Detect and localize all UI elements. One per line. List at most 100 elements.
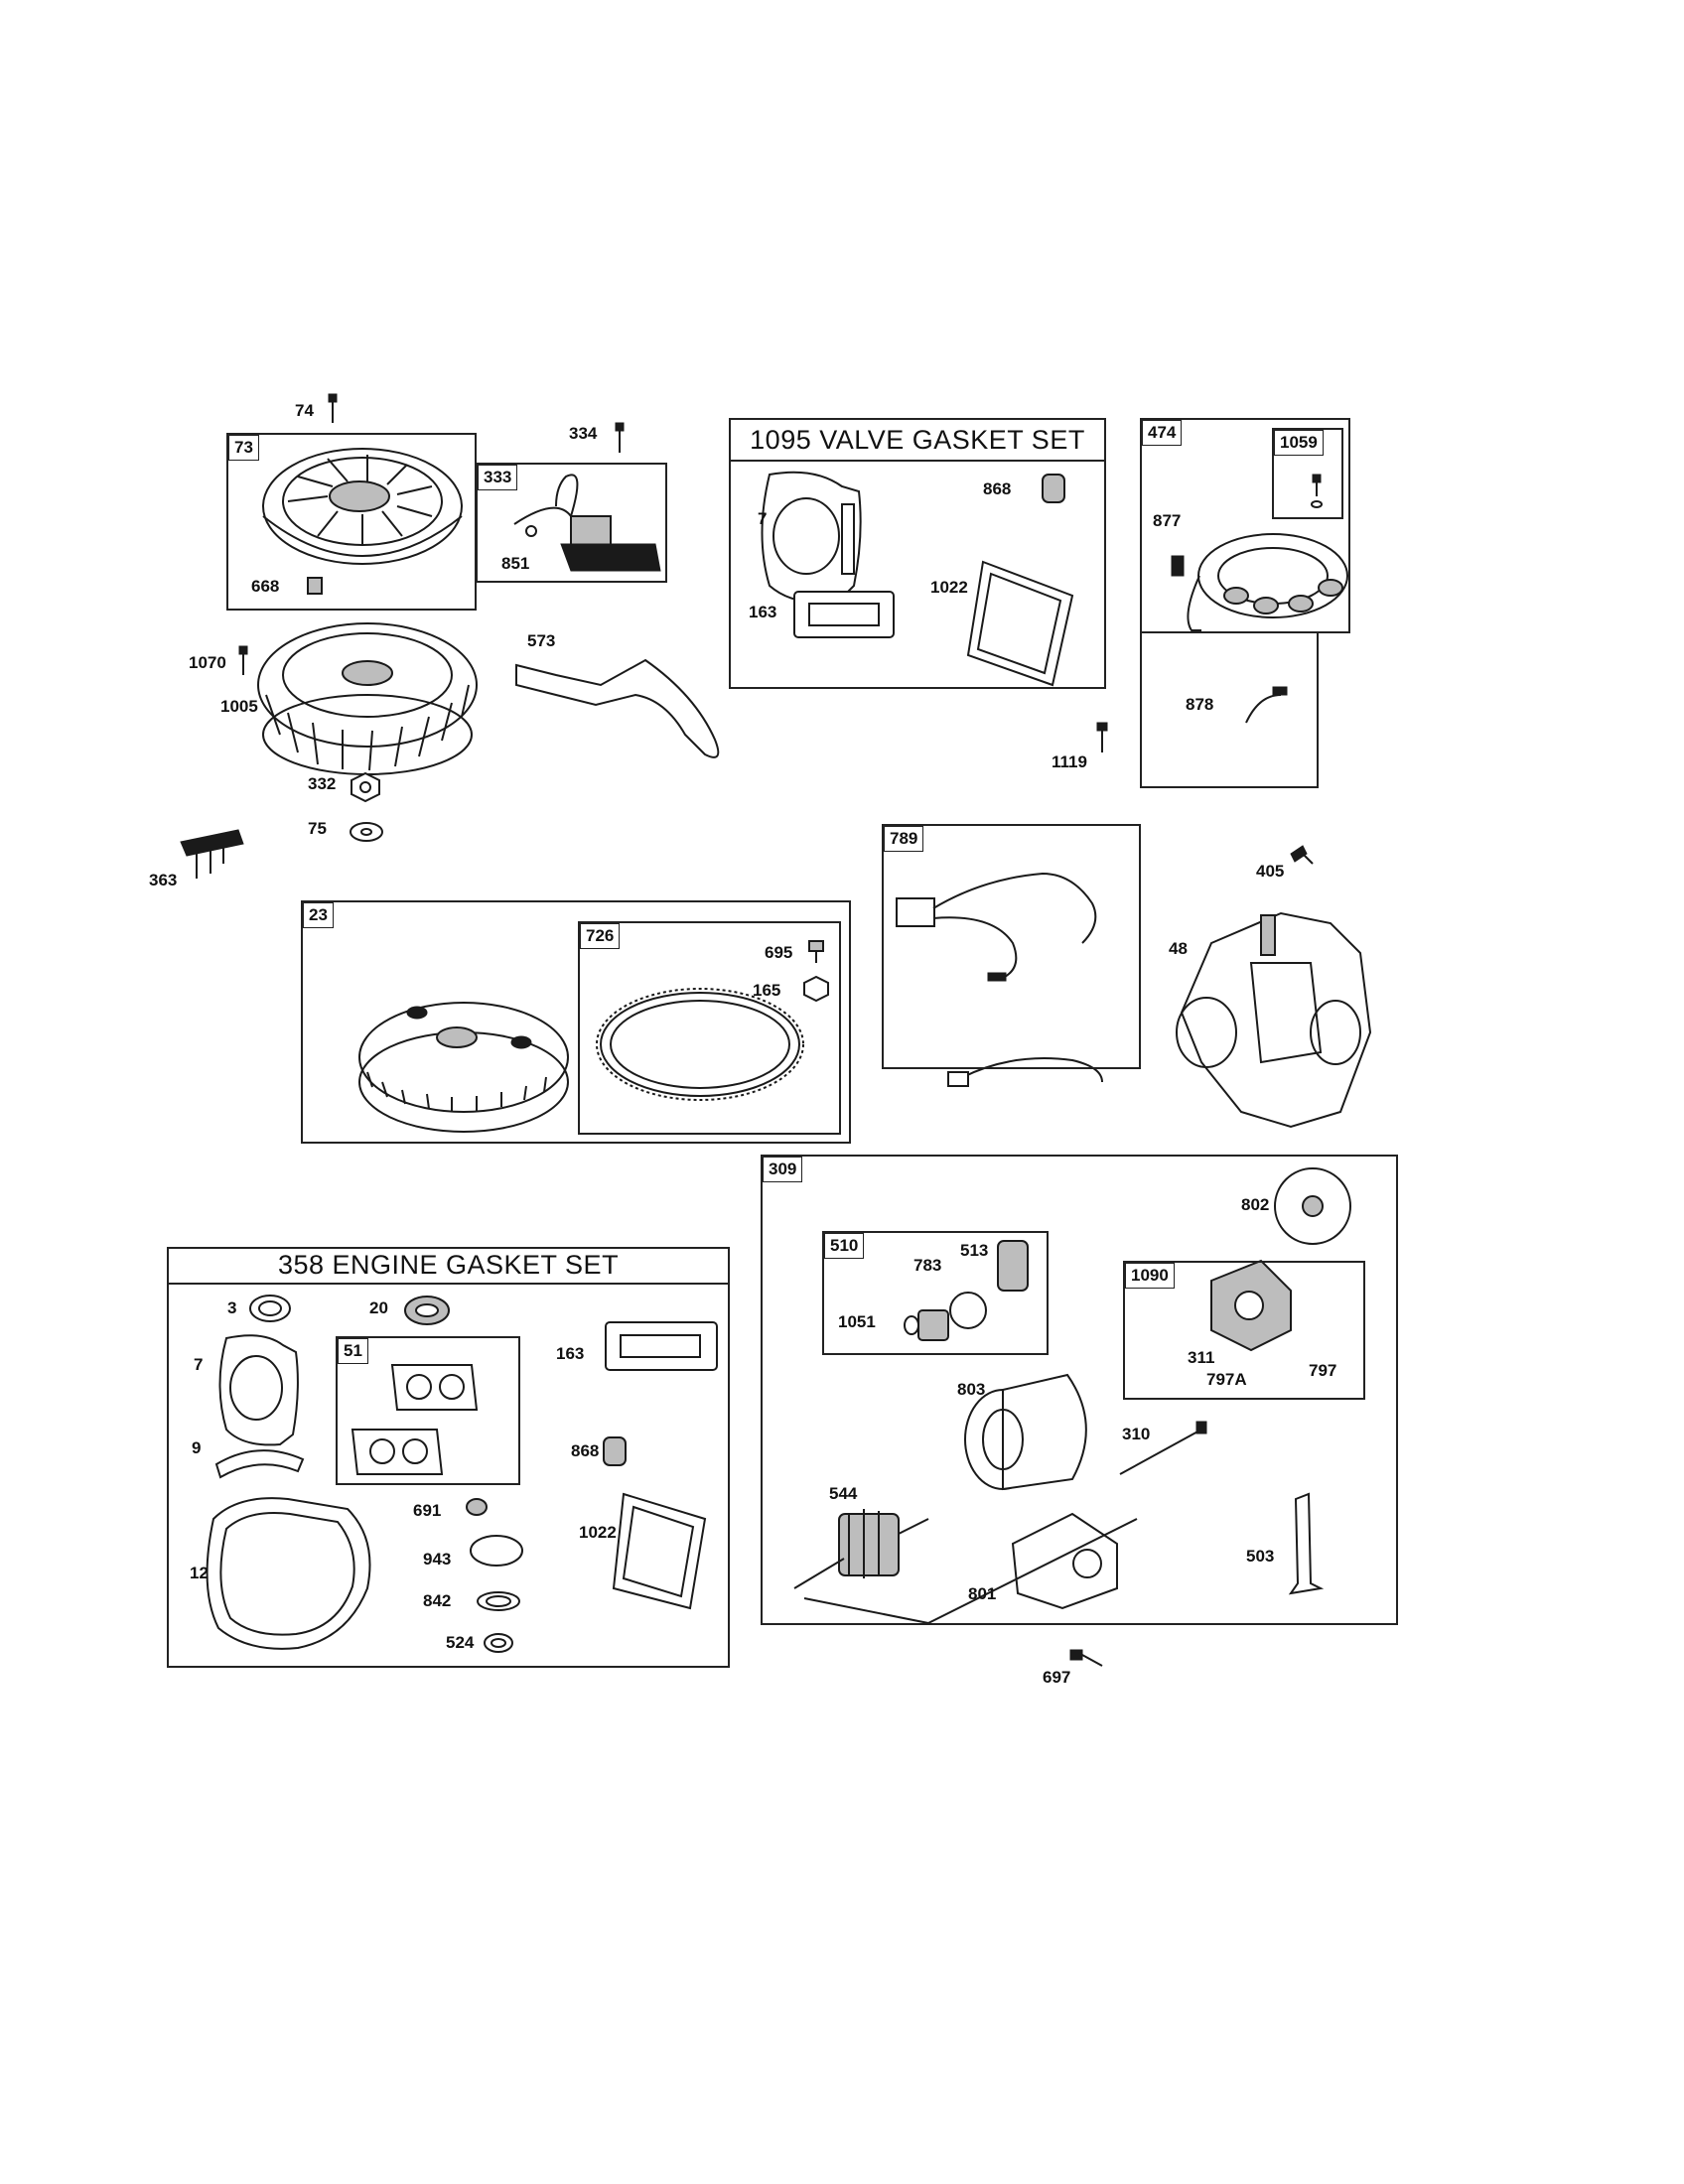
box-1090	[1123, 1261, 1365, 1400]
crankcase-gasket-12-icon	[206, 1497, 371, 1650]
part-label-1022-valve-set: 1022	[930, 578, 968, 597]
engine-block-icon	[1176, 911, 1372, 1129]
part-label-878: 878	[1186, 695, 1214, 714]
gasket-1022a-icon	[966, 560, 1074, 687]
seal-3-icon	[249, 1295, 291, 1322]
gasket-9-icon	[214, 1449, 305, 1479]
part-label-1119: 1119	[1052, 752, 1087, 771]
gasket-163a-icon	[793, 591, 895, 638]
part-label-868-valve-set: 868	[983, 479, 1012, 498]
part-label-1022-engine-set: 1022	[579, 1523, 617, 1542]
box-726	[578, 921, 841, 1135]
gasket-163b-icon	[605, 1321, 718, 1371]
part-label-1070: 1070	[189, 653, 226, 672]
bolt-697-icon	[1069, 1649, 1103, 1667]
part-label-943: 943	[423, 1550, 452, 1569]
plug-868a-icon	[1042, 474, 1065, 503]
flywheel-fan-icon	[257, 622, 478, 775]
part-label-524: 524	[446, 1633, 475, 1652]
seal-691-icon	[466, 1498, 488, 1516]
part-label-695: 695	[765, 943, 793, 962]
box-789	[882, 824, 1141, 1069]
part-label-851: 851	[501, 554, 530, 573]
connector-878-icon	[1245, 686, 1288, 724]
washer-524-icon	[484, 1633, 513, 1653]
ring-gear-icon	[596, 988, 804, 1101]
part-label-697: 697	[1043, 1668, 1071, 1687]
end-plate-801-icon	[803, 1512, 1138, 1624]
starter-drive-icon	[904, 1240, 1029, 1341]
part-label-48: 48	[1169, 939, 1188, 958]
part-label-668: 668	[251, 577, 280, 596]
part-label-310: 310	[1122, 1425, 1151, 1443]
bolt-1070-icon	[238, 645, 248, 675]
part-label-573: 573	[527, 631, 556, 650]
o-ring-943-icon	[470, 1535, 523, 1567]
ignition-coil-icon	[513, 474, 661, 572]
part-label-165: 165	[753, 981, 781, 1000]
part-label-802: 802	[1241, 1195, 1270, 1214]
alternator-stator-icon	[1171, 533, 1348, 631]
bolt-405-icon	[1290, 845, 1314, 865]
part-label-691: 691	[413, 1501, 442, 1520]
box-878	[1140, 631, 1319, 788]
box-51	[336, 1336, 520, 1485]
engine-gasket-set-title: 358 ENGINE GASKET SET	[277, 1250, 620, 1280]
part-label-7-valve-set: 7	[758, 509, 768, 528]
head-gasket-7b-icon	[218, 1334, 299, 1446]
wiring-harness-icon	[896, 872, 1103, 1087]
box-474-label: 474	[1142, 420, 1183, 446]
box-309-label: 309	[763, 1157, 803, 1182]
starter-frame-803-icon	[964, 1373, 1087, 1491]
head-gasket-icon	[761, 471, 862, 604]
end-cap-1090-icon	[1210, 1259, 1292, 1352]
box-358-title-bar	[167, 1247, 730, 1285]
screw-695-icon	[808, 940, 824, 963]
part-label-334: 334	[569, 424, 598, 443]
box-510	[822, 1231, 1049, 1355]
drive-plate-802-icon	[1274, 1167, 1351, 1245]
part-label-163-valve-set: 163	[749, 603, 777, 621]
part-label-797: 797	[1309, 1361, 1337, 1380]
box-1059	[1272, 428, 1343, 519]
part-label-20: 20	[369, 1298, 388, 1317]
part-label-868-engine-set: 868	[571, 1441, 600, 1460]
part-label-311: 311	[1188, 1348, 1215, 1367]
screw-668-icon	[307, 577, 323, 595]
bracket-503-icon	[1288, 1492, 1325, 1595]
valve-gasket-set-title: 1095 VALVE GASKET SET	[750, 425, 1085, 455]
part-label-12: 12	[190, 1564, 209, 1582]
part-label-842: 842	[423, 1591, 452, 1610]
box-333	[476, 463, 667, 583]
box-333-label: 333	[478, 465, 518, 490]
washer-75-icon	[350, 822, 383, 842]
part-label-332: 332	[308, 774, 337, 793]
part-label-3: 3	[227, 1298, 237, 1317]
box-23	[301, 900, 851, 1144]
nut-332-icon	[351, 771, 380, 803]
pin-1059-icon	[1311, 474, 1323, 508]
gasket-set-51-icon	[351, 1364, 479, 1475]
box-309	[761, 1155, 1398, 1625]
part-label-163-engine-set: 163	[556, 1344, 585, 1363]
part-label-74: 74	[295, 401, 314, 420]
gasket-1022b-icon	[612, 1492, 707, 1610]
part-label-513: 513	[960, 1241, 989, 1260]
part-label-783: 783	[913, 1256, 942, 1275]
plug-868b-icon	[603, 1436, 627, 1466]
box-510-label: 510	[824, 1233, 865, 1259]
part-label-803: 803	[957, 1380, 986, 1399]
bolt-1119-icon	[1096, 722, 1108, 752]
part-label-503: 503	[1246, 1547, 1275, 1566]
seal-20-icon	[404, 1296, 450, 1325]
bracket-573-icon	[515, 658, 720, 758]
part-label-801: 801	[968, 1584, 997, 1603]
nut-165-icon	[803, 975, 829, 1003]
part-label-405: 405	[1256, 862, 1285, 881]
box-51-label: 51	[338, 1338, 368, 1364]
washer-842-icon	[477, 1591, 520, 1611]
part-label-363: 363	[149, 871, 178, 889]
box-23-label: 23	[303, 902, 334, 928]
part-label-7-engine-set: 7	[194, 1355, 204, 1374]
